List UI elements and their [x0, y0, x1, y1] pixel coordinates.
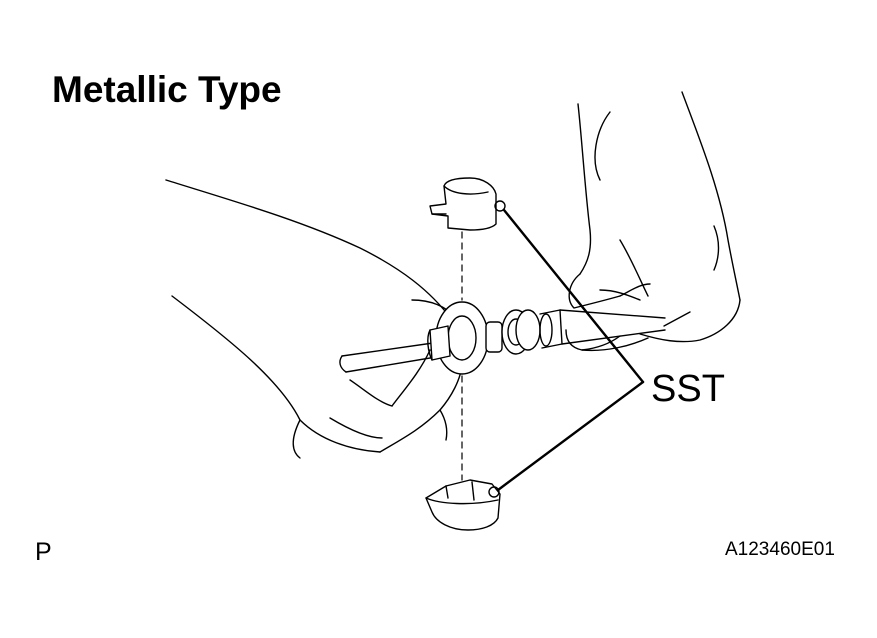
corner-mark: P: [35, 538, 52, 566]
sst-upper-piece: [429, 177, 506, 231]
sst-lower-piece: [425, 479, 501, 531]
figure-code: A123460E01: [725, 539, 835, 560]
socket-tool: [427, 301, 666, 375]
left-hand: [165, 179, 463, 459]
sst-callout-label: SST: [651, 368, 725, 410]
callout-leaders: [496, 208, 645, 492]
diagram-title: Metallic Type: [52, 69, 282, 110]
screwdriver: [339, 341, 443, 373]
right-hand: [565, 91, 741, 352]
